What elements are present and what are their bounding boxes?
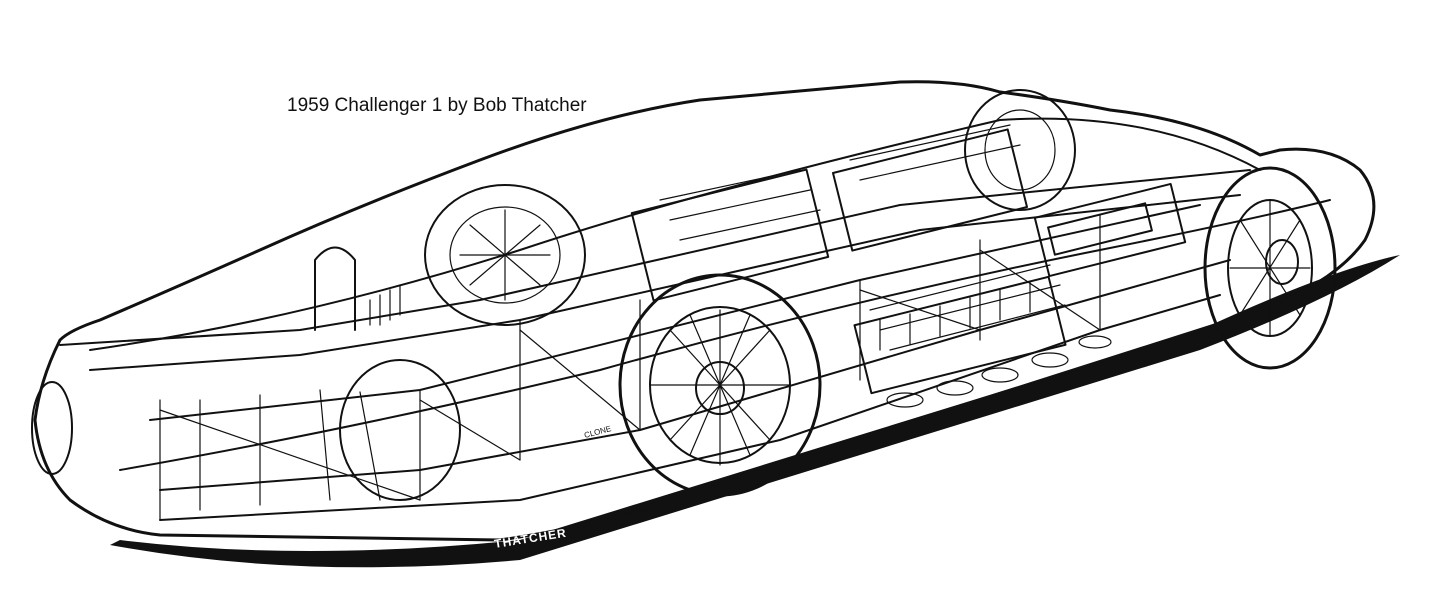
body-outline	[33, 80, 1376, 542]
engine-blocks	[630, 124, 1187, 395]
floor-vents	[886, 335, 1112, 408]
ground-shadow	[110, 255, 1400, 568]
nose-intake	[31, 381, 73, 475]
upper-wheel	[964, 89, 1076, 211]
body-top-edge	[89, 117, 1261, 351]
chassis-frame	[59, 169, 1251, 521]
rear-wheel	[1203, 166, 1337, 370]
body-side-line	[119, 199, 1331, 471]
roll-hoop	[314, 246, 356, 331]
illustration-caption: 1959 Challenger 1 by Bob Thatcher	[287, 95, 587, 116]
front-wheel	[618, 273, 822, 497]
lower-front-wheel	[339, 359, 461, 501]
left-upper-wheel	[424, 184, 586, 326]
